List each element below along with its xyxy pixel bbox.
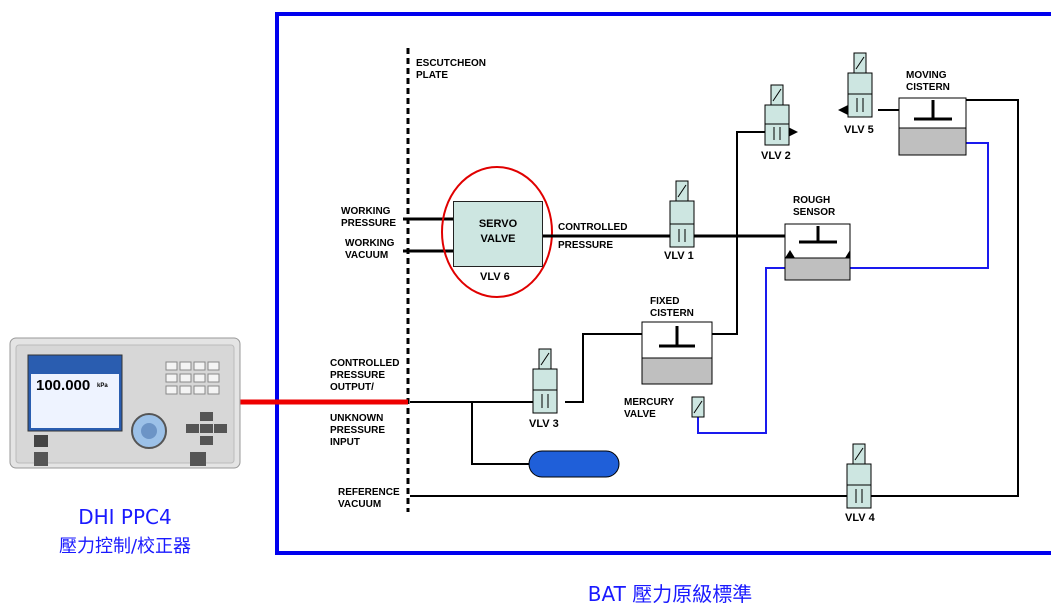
rough-sensor-label: ROUGH SENSOR: [793, 195, 835, 219]
servo-valve-box: SERVO VALVE: [453, 201, 543, 267]
controlled-label: CONTROLLED: [558, 222, 627, 234]
vlv6-label: VLV 6: [480, 271, 510, 283]
vlv2-solenoid-icon: [765, 85, 789, 145]
rough-sensor-icon: [785, 224, 850, 280]
fixed-cistern-icon: [642, 322, 712, 384]
vlv1-solenoid-icon: [670, 181, 694, 247]
controlled-output-label: CONTROLLED PRESSURE OUTPUT/: [330, 358, 399, 394]
vlv2-branch-line: [737, 132, 765, 236]
device-subtitle-caption: 壓力控制/校正器: [20, 532, 230, 558]
bottom-caption: BAT 壓力原級標準: [540, 578, 800, 607]
escutcheon-label: ESCUTCHEON PLATE: [416, 58, 486, 82]
servo-label-2: VALVE: [454, 233, 542, 245]
vlv3-label: VLV 3: [529, 418, 559, 430]
moving-cistern-label: MOVING CISTERN: [906, 70, 950, 94]
servo-label-1: SERVO: [454, 218, 542, 230]
device-reading: 100.000: [36, 378, 90, 394]
working-pressure-label: WORKING PRESSURE: [341, 206, 396, 230]
device-name-caption: DHI PPC4: [20, 505, 230, 529]
fixed-cistern-top-line: [712, 236, 737, 334]
controller-device-icon: [10, 338, 240, 468]
reservoir-icon: [529, 451, 619, 477]
fixed-cistern-label: FIXED CISTERN: [650, 296, 694, 320]
vlv5-label: VLV 5: [844, 124, 874, 136]
frame-border: [277, 14, 1051, 553]
vlv1-label: VLV 1: [664, 250, 694, 262]
mercury-valve-label: MERCURY VALVE: [624, 397, 674, 421]
mercury-line-upper: [850, 143, 988, 268]
moving-cistern-icon: [899, 98, 966, 155]
pressure-label: PRESSURE: [558, 240, 613, 252]
vlv3-solenoid-icon: [533, 349, 557, 413]
unknown-input-label: UNKNOWN PRESSURE INPUT: [330, 413, 385, 449]
reference-vacuum-label: REFERENCE VACUUM: [338, 487, 400, 511]
device-unit: kPa: [97, 380, 108, 392]
vlv5-solenoid-icon: [848, 53, 872, 117]
vlv4-solenoid-icon: [847, 444, 871, 508]
vlv2-label: VLV 2: [761, 150, 791, 162]
moving-cistern-line: [853, 100, 1018, 496]
working-vacuum-label: WORKING VACUUM: [345, 238, 394, 262]
reservoir-line: [472, 402, 531, 464]
vlv5-exhaust-arrow: [838, 105, 848, 115]
vlv4-label: VLV 4: [845, 512, 875, 524]
vlv3-to-cistern-line: [565, 334, 642, 402]
